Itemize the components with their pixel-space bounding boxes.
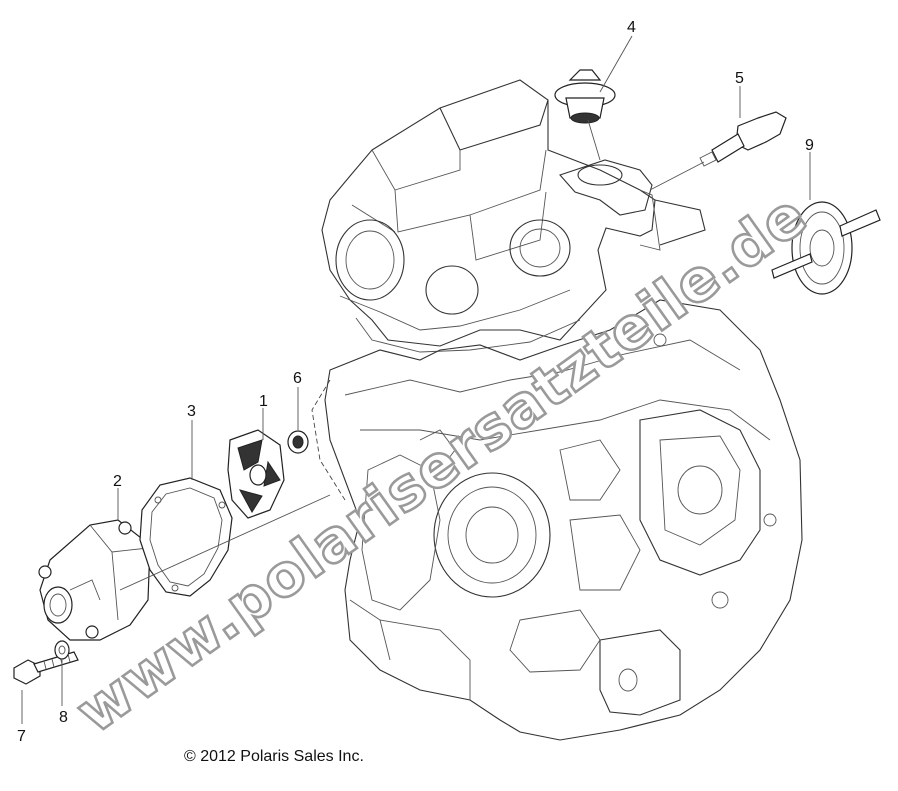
water-pump-seal: [287, 430, 309, 454]
callout-6: 6: [293, 370, 302, 387]
water-pump-cover: [38, 519, 151, 641]
watermark-text: www.polarisersatzteile.de: [64, 180, 820, 746]
callout-5: 5: [735, 70, 744, 87]
engine-block: [311, 79, 803, 741]
copyright-notice: © 2012 Polaris Sales Inc.: [184, 748, 364, 765]
gasket: [139, 477, 233, 597]
callout-1: 1: [259, 393, 268, 410]
callout-2: 2: [113, 473, 122, 490]
callout-3: 3: [187, 403, 196, 420]
callout-7: 7: [17, 728, 26, 745]
thermostat: [554, 69, 616, 124]
callout-9: 9: [805, 137, 814, 154]
washer: [54, 640, 70, 660]
impeller: [227, 429, 285, 519]
leader-lines: [21, 35, 811, 724]
bolt: [13, 651, 79, 685]
callouts: 1 2 3 4 5 6 7 8 9: [17, 19, 814, 745]
callout-4: 4: [627, 19, 636, 36]
temperature-sensor: [699, 111, 787, 167]
water-pump-shaft: [771, 201, 881, 295]
callout-8: 8: [59, 709, 68, 726]
